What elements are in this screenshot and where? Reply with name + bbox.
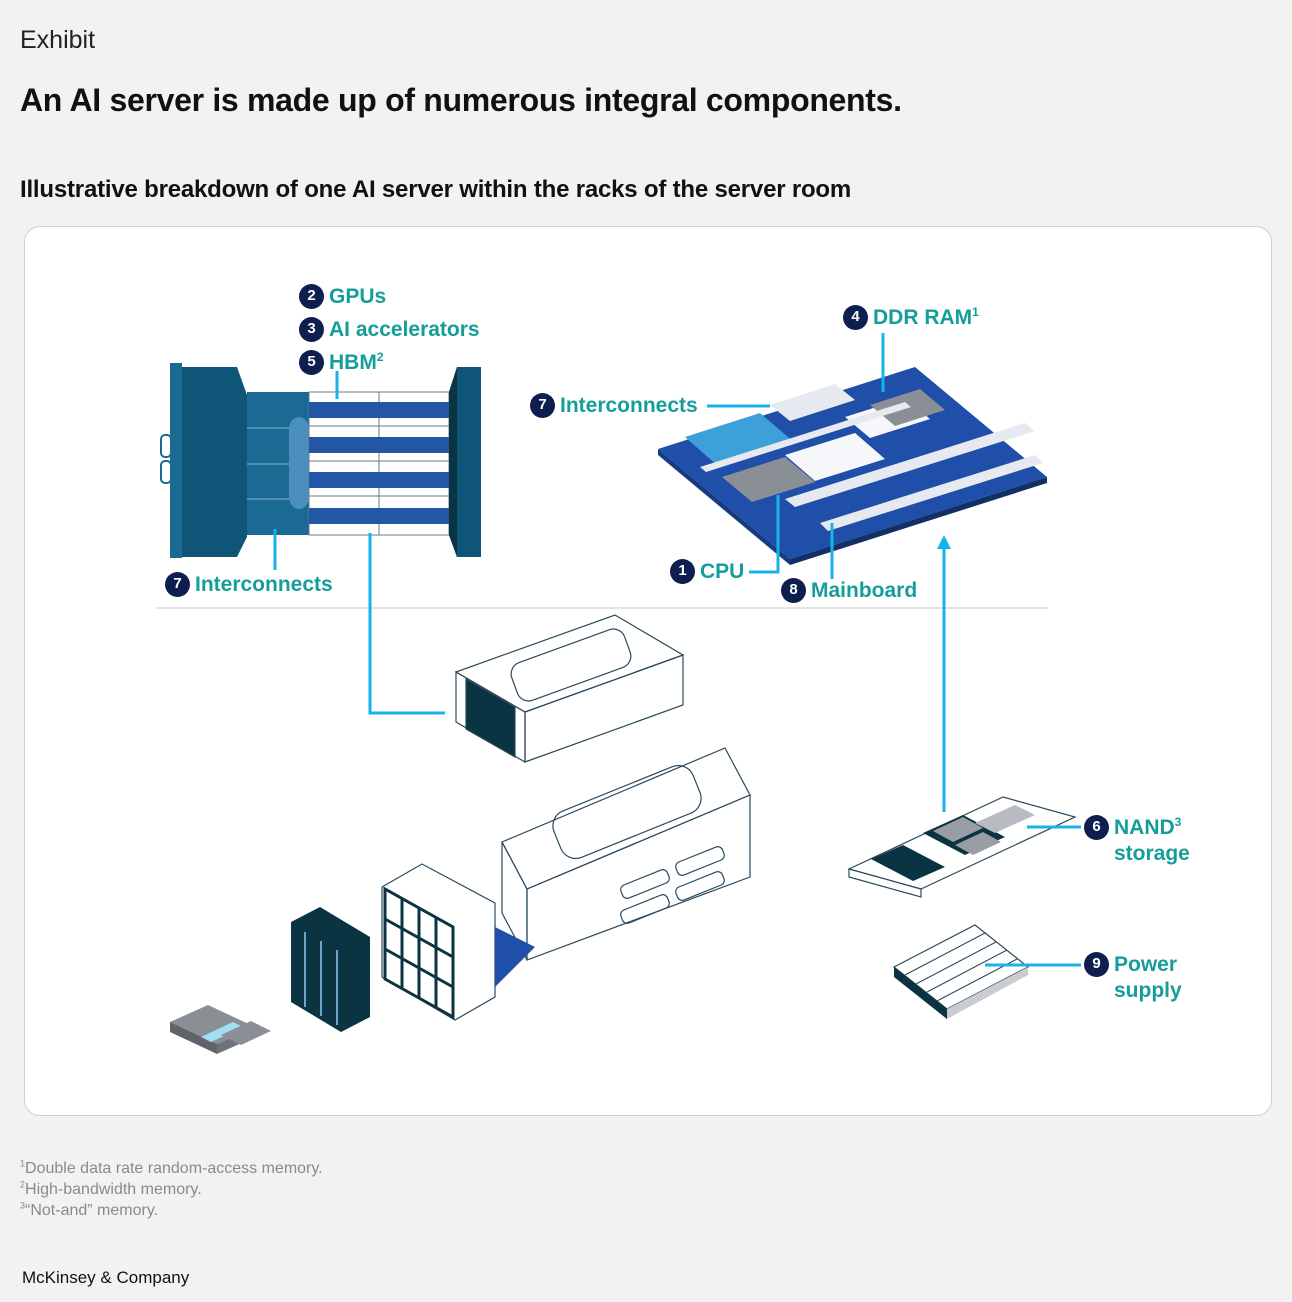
- leader-cpu: [749, 495, 780, 574]
- footnote-text: Double data rate random-access memory.: [25, 1160, 323, 1177]
- label-text: Mainboard: [811, 579, 918, 602]
- badge-8: 8: [781, 578, 806, 603]
- brand-logo-text: McKinsey & Company: [22, 1268, 190, 1287]
- label-gpus: 2 GPUs: [299, 284, 386, 310]
- badge-3: 3: [299, 317, 324, 342]
- label-interconnects-gpu: 7 Interconnects: [165, 572, 333, 598]
- footnote-mark: 1: [20, 1158, 26, 1169]
- label-nand-storage: 6 NAND3 storage: [1084, 815, 1190, 868]
- label-interconnects-board: 7 Interconnects: [530, 393, 698, 419]
- footnote-text: High-bandwidth memory.: [25, 1181, 202, 1198]
- footnote-3: 3“Not-and” memory.: [20, 1200, 323, 1221]
- label-cpu: 1 CPU: [670, 559, 744, 585]
- footnote-mark: 2: [376, 350, 384, 364]
- diagram-panel: 2 GPUs 3 AI accelerators 5 HBM2 7 Interc…: [24, 226, 1272, 1116]
- arrow-head-icon: [937, 535, 951, 549]
- power-supply-illustration: [892, 924, 1030, 1019]
- label-ddr-ram: 4 DDR RAM1: [843, 305, 979, 331]
- footnote-2: 2High-bandwidth memory.: [20, 1179, 323, 1200]
- footnotes: 1Double data rate random-access memory. …: [20, 1158, 323, 1221]
- label-text: Interconnects: [560, 394, 698, 417]
- badge-1: 1: [670, 559, 695, 584]
- label-text: CPU: [700, 560, 745, 583]
- badge-4: 4: [843, 305, 868, 330]
- label-ai-accelerators: 3 AI accelerators: [299, 317, 480, 343]
- server-case-illustration: [501, 747, 751, 961]
- fan-module-illustration: [291, 907, 370, 1032]
- footnote-mark: 1: [972, 305, 979, 319]
- exhibit-title: An AI server is made up of numerous inte…: [20, 82, 902, 118]
- label-text: GPUs: [329, 285, 387, 308]
- label-hbm: 5 HBM2: [299, 350, 384, 376]
- badge-7: 7: [165, 572, 190, 597]
- badge-7: 7: [530, 393, 555, 418]
- leader-lines: [273, 333, 1081, 967]
- footnote-mark: 2: [20, 1179, 26, 1190]
- gpu-chassis-illustration: [454, 614, 685, 764]
- badge-5: 5: [299, 350, 324, 375]
- mainboard-illustration: [658, 367, 1047, 565]
- label-text: DDR RAM: [873, 306, 973, 329]
- label-power-supply: 9 Power supply: [1084, 952, 1182, 1005]
- label-text: Interconnects: [195, 573, 333, 596]
- leader-gpu-to-chassis: [368, 533, 445, 715]
- footnote-mark: 3: [20, 1200, 26, 1211]
- server-illustration: [156, 333, 1081, 1054]
- footnote-text: “Not-and” memory.: [25, 1202, 159, 1219]
- badge-2: 2: [299, 284, 324, 309]
- badge-9: 9: [1084, 952, 1109, 977]
- fan-cage-illustration: [381, 863, 535, 1021]
- footnote-1: 1Double data rate random-access memory.: [20, 1158, 323, 1179]
- label-text-line2: storage: [1114, 842, 1190, 866]
- exhibit-eyebrow: Exhibit: [20, 26, 96, 54]
- exhibit-subtitle: Illustrative breakdown of one AI server …: [20, 176, 852, 203]
- label-text: NAND: [1114, 816, 1175, 839]
- label-text: Power: [1114, 953, 1178, 976]
- memory-module-illustration: [170, 1005, 271, 1054]
- label-mainboard: 8 Mainboard: [781, 578, 917, 604]
- gpu-tray-illustration: [160, 363, 481, 558]
- badge-6: 6: [1084, 815, 1109, 840]
- footnote-mark: 3: [1174, 815, 1182, 829]
- label-text: AI accelerators: [329, 318, 480, 341]
- label-text-line2: supply: [1114, 979, 1182, 1003]
- nand-storage-illustration: [847, 796, 1077, 898]
- label-text: HBM: [329, 351, 377, 374]
